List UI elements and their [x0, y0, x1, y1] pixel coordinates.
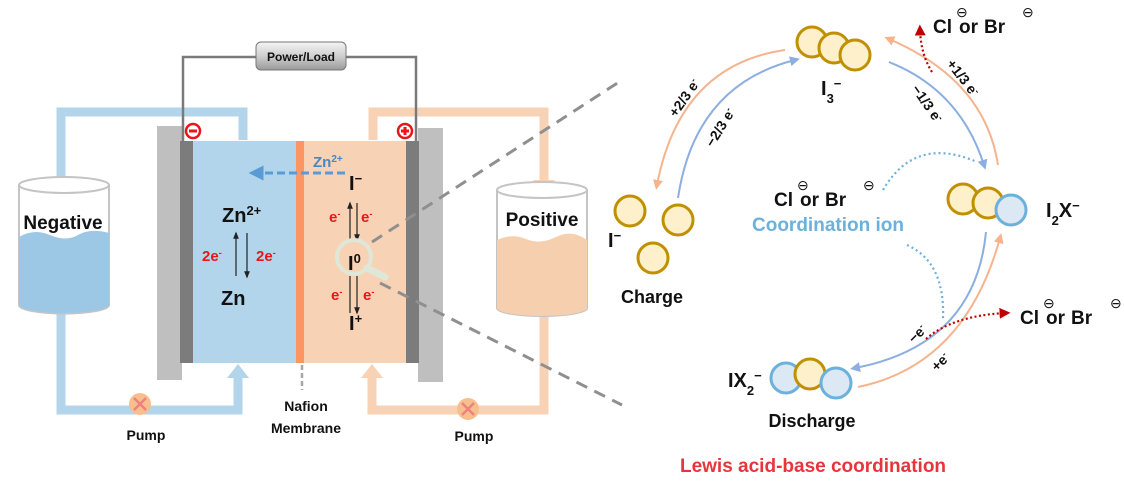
i3-label: I3− [821, 76, 842, 106]
circuit-wire [181, 55, 418, 141]
discharge-arrow-to-i3 [884, 36, 999, 166]
negative-return-arrow [227, 364, 249, 378]
anode-electrons-left: 2e- [202, 248, 222, 265]
cathode-i-zero: I0 [348, 251, 361, 276]
positive-tank [496, 181, 588, 317]
negative-compartment [193, 141, 297, 363]
step-minus-one: −e- [905, 321, 930, 346]
discharge-arrow-to-i2x [857, 233, 1004, 388]
positive-return-arrow [361, 364, 383, 378]
coordination-ion-dotted-top [882, 152, 978, 191]
ix2-molecule [769, 357, 853, 400]
cathode-e-left-top: e- [329, 209, 340, 226]
positive-compartment [304, 141, 406, 363]
cathode-i-minus: I− [349, 171, 363, 196]
charge-arrow-to-i2x [888, 61, 988, 170]
charge-state-label: Charge [621, 287, 683, 307]
coordination-ion-label: Coordination ion [752, 215, 904, 236]
svg-text:⊖: ⊖ [956, 4, 968, 20]
power-load-box: Power/Load [255, 41, 347, 71]
lewis-coordination-title: Lewis acid-base coordination [680, 456, 946, 477]
svg-text:⊖: ⊖ [1043, 295, 1055, 311]
membrane-label-line2: Membrane [271, 420, 341, 436]
svg-text:⊖: ⊖ [1110, 295, 1122, 311]
negative-terminal-icon [184, 122, 202, 140]
coordination-ion-dotted-bottom [906, 243, 945, 319]
cathode-e-left-bottom: e- [331, 287, 342, 304]
negative-electrode [180, 141, 193, 363]
anode-electrons-right: 2e- [256, 248, 276, 265]
step-plus-one-third: +1/3 e- [944, 56, 983, 99]
negative-current-collector [157, 126, 182, 380]
negative-pipes [56, 107, 248, 415]
anode-zn: Zn [221, 288, 245, 310]
step-minus-two-thirds: −2/3 e- [702, 105, 738, 149]
positive-tank-label: Positive [506, 210, 579, 231]
i2x-molecule [946, 182, 1028, 227]
anode-zn2plus: Zn2+ [222, 203, 262, 228]
cathode-i-plus: I+ [349, 311, 363, 336]
charge-arrow-to-i3 [677, 56, 800, 199]
ix2-label: IX2− [728, 368, 762, 398]
discharge-arrow-to-iodide [653, 49, 786, 190]
positive-terminal-icon [396, 122, 414, 140]
positive-electrode [406, 141, 419, 363]
membrane-label-line1: Nafion [284, 398, 328, 414]
charge-arrow-to-ix2 [850, 231, 987, 372]
svg-text:⊖: ⊖ [1022, 4, 1034, 20]
left-pump-label: Pump [127, 427, 166, 443]
svg-text:⊖: ⊖ [797, 177, 809, 193]
right-pump-label: Pump [455, 428, 494, 444]
i3-molecule [795, 25, 872, 72]
iodide-ions [613, 194, 695, 275]
zn-migration-label: Zn2+ [313, 154, 343, 172]
i2x-label: I2X− [1046, 198, 1080, 228]
power-load-label: Power/Load [267, 50, 335, 64]
zoom-line-bottom [379, 281, 623, 407]
left-pump-icon [129, 393, 151, 415]
magnifier-icon [335, 238, 389, 281]
right-pump-icon [457, 398, 479, 420]
svg-text:⊖: ⊖ [863, 177, 875, 193]
negative-tank [18, 176, 110, 315]
discharge-state-label: Discharge [768, 411, 855, 431]
nafion-membrane [296, 141, 304, 363]
negative-tank-label: Negative [23, 213, 102, 234]
iodide-label: I− [608, 228, 622, 253]
halide-release-arrow-top [914, 24, 933, 73]
cathode-e-right-top: e- [361, 209, 372, 226]
halide-release-arrow-bottom [925, 307, 1011, 340]
step-minus-one-third: −1/3 e- [909, 82, 946, 126]
zoom-line-top [371, 78, 623, 244]
cathode-e-right-bottom: e- [363, 287, 374, 304]
positive-current-collector [418, 128, 443, 382]
